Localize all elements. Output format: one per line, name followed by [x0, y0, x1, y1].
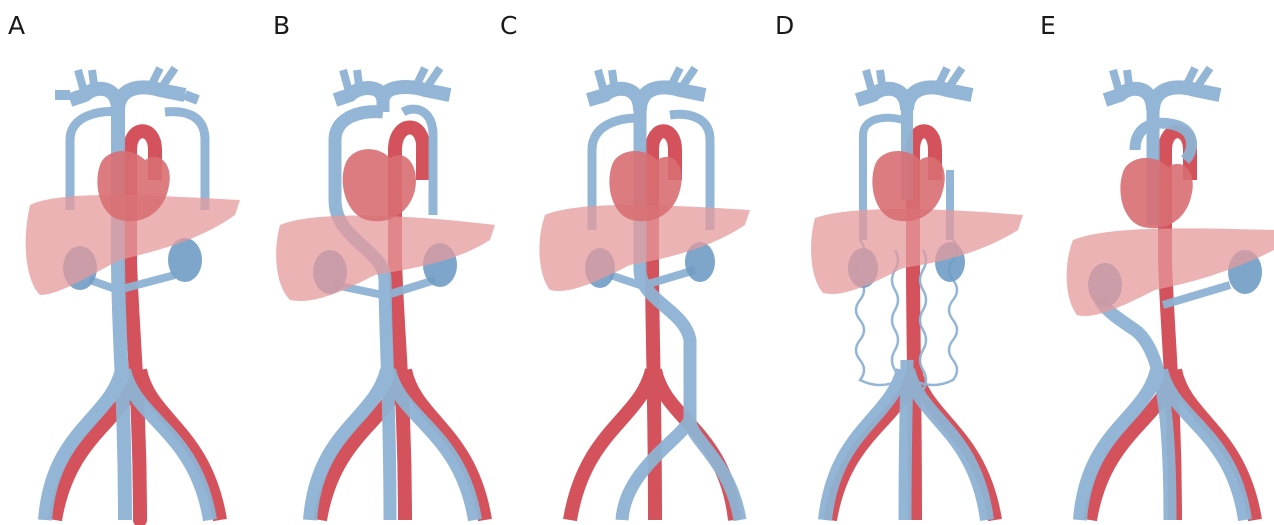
left-jugular-vein-2	[612, 70, 615, 92]
right-brachiocephalic-vein	[640, 87, 705, 110]
heart	[343, 149, 416, 221]
veins	[825, 68, 987, 520]
left-jugular-vein-2	[1127, 70, 1130, 92]
heart	[1120, 158, 1192, 228]
left-jugular-vein-2	[880, 70, 883, 92]
left-iliac-artery	[570, 370, 652, 520]
anatomy-diagram-a	[0, 0, 255, 525]
panel-a: A	[0, 0, 255, 525]
panel-b: B	[265, 0, 520, 525]
right-brachiocephalic-vein	[907, 87, 972, 110]
right-brachiocephalic-vein	[118, 87, 185, 110]
panel-e: E	[1035, 0, 1274, 525]
anatomy-diagram-d	[775, 0, 1035, 525]
anatomy-diagram-c	[500, 0, 760, 525]
hemiazygos-vein	[165, 112, 205, 210]
left-jugular-vein-2	[357, 70, 360, 92]
anatomy-diagram-e	[1035, 0, 1274, 525]
panel-d: D	[775, 0, 1035, 525]
right-brachiocephalic-vein	[1153, 87, 1220, 110]
panel-c: C	[500, 0, 760, 525]
right-brachiocephalic-vein	[383, 87, 450, 100]
left-jugular-vein-2	[92, 70, 95, 92]
anatomy-diagram-b	[265, 0, 520, 525]
right-subclavian-vein	[185, 95, 198, 100]
